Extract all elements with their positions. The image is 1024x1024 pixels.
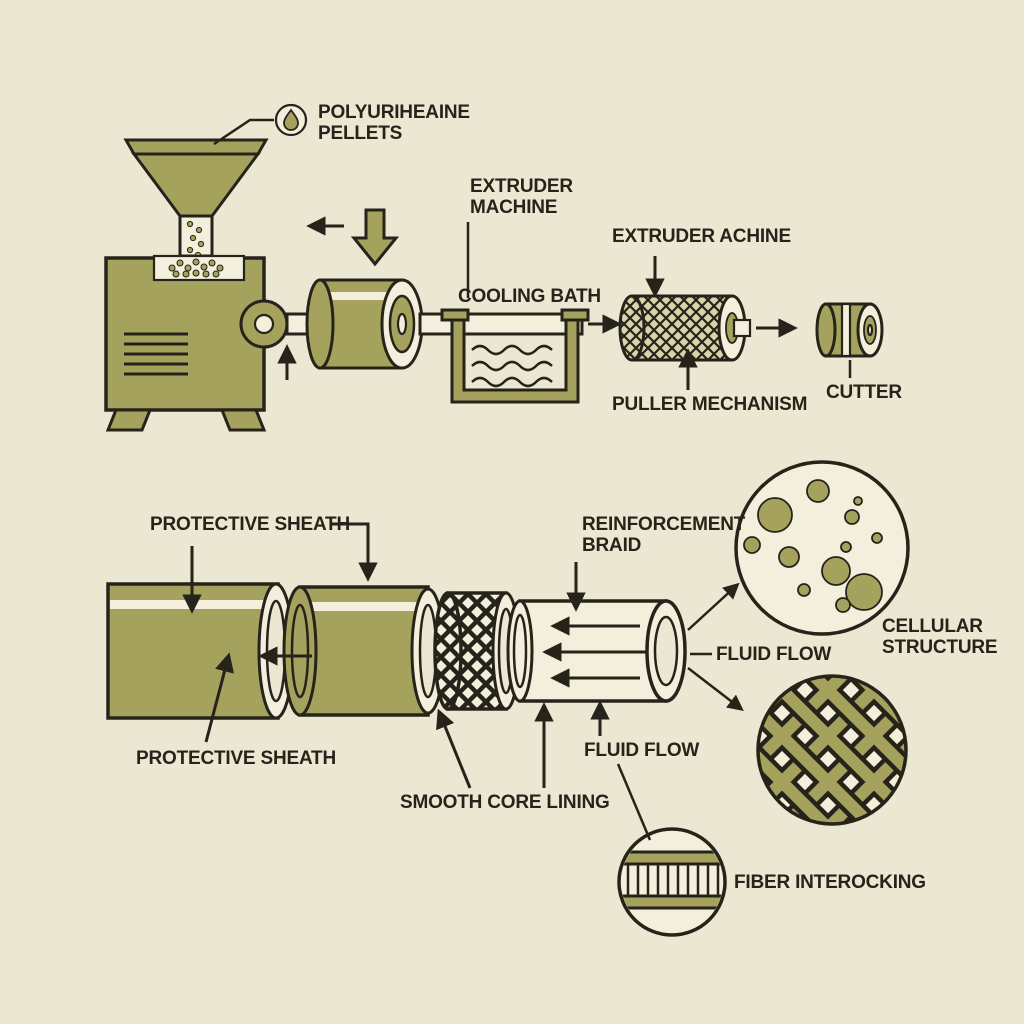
label-line: COOLING BATH <box>458 286 601 307</box>
label-protective-sheath-bottom: PROTECTIVE SHEATH <box>136 748 336 769</box>
label-reinforcement-braid: REINFORCEMENT BRAID <box>582 514 745 556</box>
label-line: REINFORCEMENT <box>582 514 746 535</box>
fluid-flow-arrows <box>542 616 648 688</box>
label-puller-mechanism: PULLER MECHANISM <box>612 394 807 415</box>
label-fluid-flow-right: FLUID FLOW <box>716 644 831 665</box>
label-line: EXTRUDER ACHINE <box>612 226 791 247</box>
pellet-droplet-icon <box>274 103 308 137</box>
core-lining-leader-a <box>436 708 472 789</box>
vent-grille <box>124 332 188 376</box>
label-line: PROTECTIVE SHEATH <box>136 748 336 769</box>
sheath-top-leader-b <box>330 522 378 582</box>
label-fiber-interlocking: FIBER INTEROCKING <box>734 872 926 893</box>
machine-leg-left <box>105 408 153 432</box>
label-line: PULLER MECHANISM <box>612 394 808 415</box>
label-line: FLUID FLOW <box>716 644 832 665</box>
sheath-bottom-leader <box>204 652 234 743</box>
fan-line-braid <box>687 667 744 711</box>
bath-flange-left <box>440 308 470 322</box>
label-line: PROTECTIVE SHEATH <box>150 514 350 535</box>
cellular-structure-inset <box>734 460 910 636</box>
label-polyurethane-pellets: POLYURIHEAINE PELLETS <box>318 102 470 144</box>
label-extruder-achine: EXTRUDER ACHINE <box>612 226 791 247</box>
label-line: CELLULAR <box>882 616 983 637</box>
label-line: STRUCTURE <box>882 637 998 658</box>
cutter-cylinder <box>815 302 884 358</box>
label-smooth-core-lining: SMOOTH CORE LINING <box>400 792 610 813</box>
label-line: CUTTER <box>826 382 902 403</box>
hose-smooth-core <box>506 599 687 703</box>
hose-braid-ring <box>433 591 521 711</box>
label-cooling-bath: COOLING BATH <box>458 286 601 307</box>
cooling-bath-tank <box>440 308 590 404</box>
down-arrow <box>350 208 400 267</box>
hose-sheath-ring <box>282 585 446 717</box>
fan-line-cellular <box>687 582 740 631</box>
extruder-hopper-machine-body <box>104 254 289 432</box>
braid-weave-inset <box>756 674 908 826</box>
puller-mechanism-cylinder <box>618 294 747 362</box>
label-line: SMOOTH CORE LINING <box>400 792 610 813</box>
label-cutter: CUTTER <box>826 382 902 403</box>
puller-outlet-stub <box>732 318 752 338</box>
machine-leg-right <box>219 408 267 432</box>
extruder-cylinder <box>305 278 424 370</box>
label-line: PELLETS <box>318 123 403 144</box>
label-line: EXTRUDER <box>470 176 573 197</box>
label-extruder-machine: EXTRUDER MACHINE <box>470 176 573 218</box>
label-cellular-structure: CELLULAR STRUCTURE <box>882 616 998 658</box>
water-waves <box>471 344 553 388</box>
fiber-inset-leader <box>616 763 652 841</box>
label-protective-sheath-top: PROTECTIVE SHEATH <box>150 514 350 535</box>
label-line: BRAID <box>582 535 642 556</box>
label-line: FLUID FLOW <box>584 740 700 761</box>
cutter-slot <box>840 302 852 358</box>
label-line: POLYURIHEAINE <box>318 102 470 123</box>
pellets-leader-line <box>213 118 274 146</box>
hopper <box>123 138 269 259</box>
hose-outer-sheath <box>106 582 295 720</box>
bath-flange-right <box>560 308 590 322</box>
label-line: MACHINE <box>470 197 558 218</box>
fiber-interlocking-inset <box>617 827 727 937</box>
pellet-pile <box>168 258 224 278</box>
label-line: FIBER INTEROCKING <box>734 872 926 893</box>
label-fluid-flow-bottom: FLUID FLOW <box>584 740 699 761</box>
